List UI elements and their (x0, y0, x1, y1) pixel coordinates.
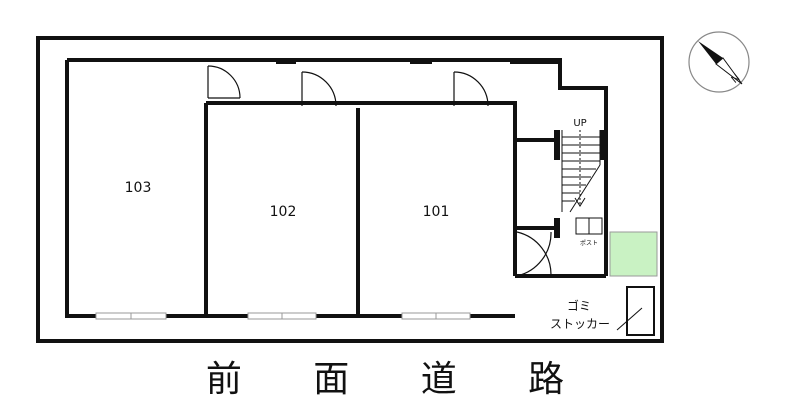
mailbox (575, 217, 603, 235)
front-road-label: 前 面 道 路 (0, 350, 800, 402)
garden-area (609, 231, 658, 277)
garbage-stocker (616, 286, 655, 336)
wall-markers (276, 58, 606, 238)
doors (207, 65, 552, 277)
stairs-label: UP (573, 118, 586, 129)
windows (95, 312, 471, 320)
mailbox-label: ポスト (580, 239, 598, 247)
compass-icon (688, 31, 750, 93)
room-102-label: 102 (270, 204, 297, 220)
road-text: 前 面 道 路 (205, 359, 595, 400)
garbage-label-line2: ストッカー (550, 317, 610, 331)
room-101-label: 101 (423, 204, 450, 220)
site-boundary (36, 36, 664, 343)
garbage-label-line1: ゴミ (567, 298, 591, 313)
room-103-label: 103 (125, 180, 152, 196)
stairs (561, 130, 601, 213)
